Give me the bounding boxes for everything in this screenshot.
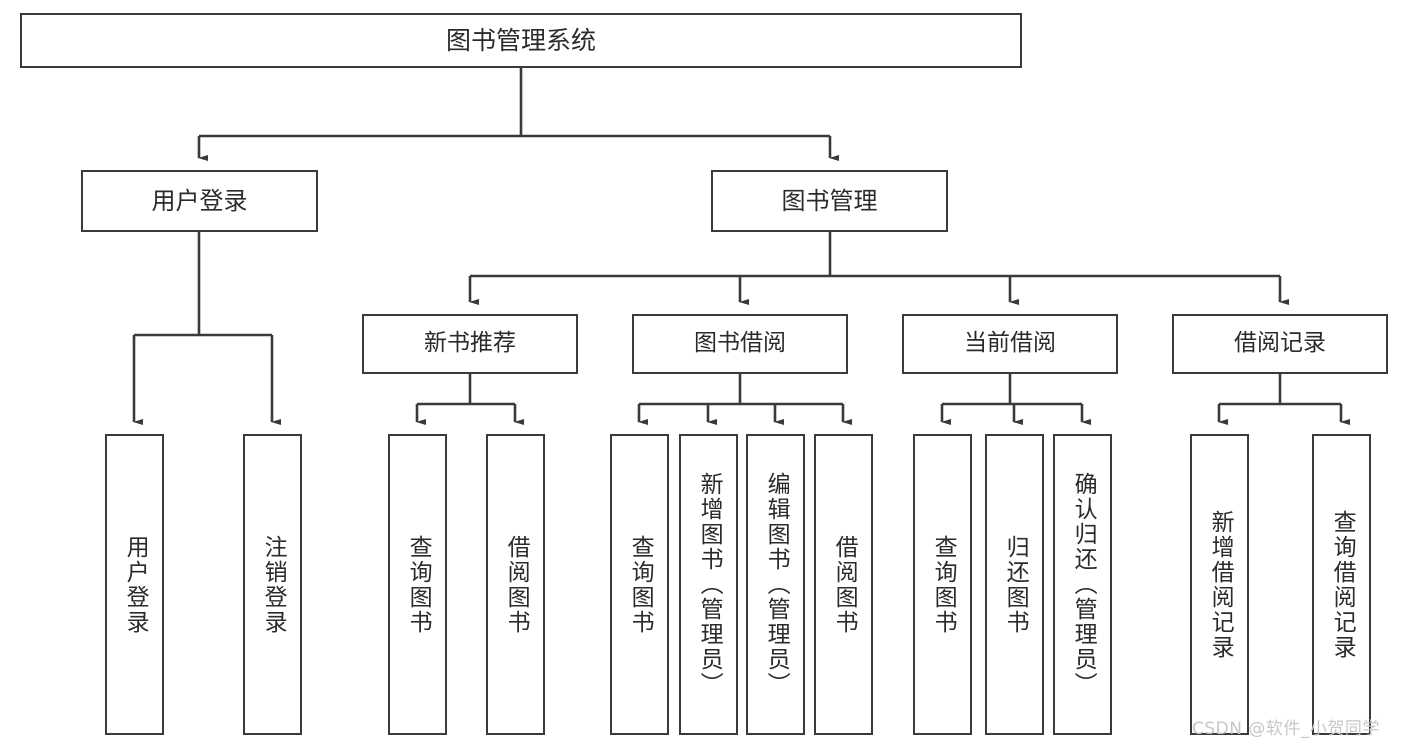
- node-leaf-9[interactable]: 归还图书: [985, 434, 1044, 735]
- node-level2-0[interactable]: 新书推荐: [362, 314, 578, 374]
- node-leaf-8[interactable]: 查询图书: [913, 434, 972, 735]
- node-leaf-5[interactable]: 新增图书（管理员）: [679, 434, 738, 735]
- node-leaf-10[interactable]: 确认归还（管理员）: [1053, 434, 1112, 735]
- node-label: 借阅记录: [1234, 330, 1326, 357]
- node-label: 图书借阅: [694, 330, 786, 357]
- node-leaf-3[interactable]: 借阅图书: [486, 434, 545, 735]
- node-leaf-6[interactable]: 编辑图书（管理员）: [746, 434, 805, 735]
- csdn-watermark: CSDN @软件_小贺同学: [1192, 719, 1380, 739]
- node-label: 新增借阅记录: [1207, 509, 1234, 660]
- node-label: 确认归还（管理员）: [1070, 472, 1097, 697]
- node-label: 注销登录: [260, 534, 287, 635]
- node-leaf-4[interactable]: 查询图书: [610, 434, 669, 735]
- node-leaf-2[interactable]: 查询图书: [388, 434, 447, 735]
- node-leaf-7[interactable]: 借阅图书: [814, 434, 873, 735]
- node-label: 用户登录: [151, 186, 248, 215]
- node-root-system[interactable]: 图书管理系统: [20, 13, 1022, 68]
- node-label: 编辑图书（管理员）: [763, 472, 790, 697]
- node-label: 查询图书: [930, 534, 957, 635]
- node-leaf-11[interactable]: 新增借阅记录: [1190, 434, 1249, 735]
- node-label: 借阅图书: [503, 534, 530, 635]
- node-label: 新书推荐: [424, 330, 516, 357]
- node-label: 查询借阅记录: [1329, 509, 1356, 660]
- node-level2-1[interactable]: 图书借阅: [632, 314, 848, 374]
- node-leaf-1[interactable]: 注销登录: [243, 434, 302, 735]
- node-label: 图书管理系统: [445, 25, 596, 55]
- node-label: 查询图书: [405, 534, 432, 635]
- node-label: 图书管理: [781, 186, 878, 215]
- node-label: 归还图书: [1002, 534, 1029, 635]
- node-leaf-0[interactable]: 用户登录: [105, 434, 164, 735]
- node-leaf-12[interactable]: 查询借阅记录: [1312, 434, 1371, 735]
- node-label: 借阅图书: [831, 534, 858, 635]
- node-level2-2[interactable]: 当前借阅: [902, 314, 1118, 374]
- node-label: 用户登录: [122, 534, 149, 635]
- node-label: 当前借阅: [964, 330, 1056, 357]
- node-level2-3[interactable]: 借阅记录: [1172, 314, 1388, 374]
- node-label: 查询图书: [627, 534, 654, 635]
- node-level1-0[interactable]: 用户登录: [81, 170, 318, 232]
- node-label: 新增图书（管理员）: [696, 472, 723, 697]
- node-level1-1[interactable]: 图书管理: [711, 170, 948, 232]
